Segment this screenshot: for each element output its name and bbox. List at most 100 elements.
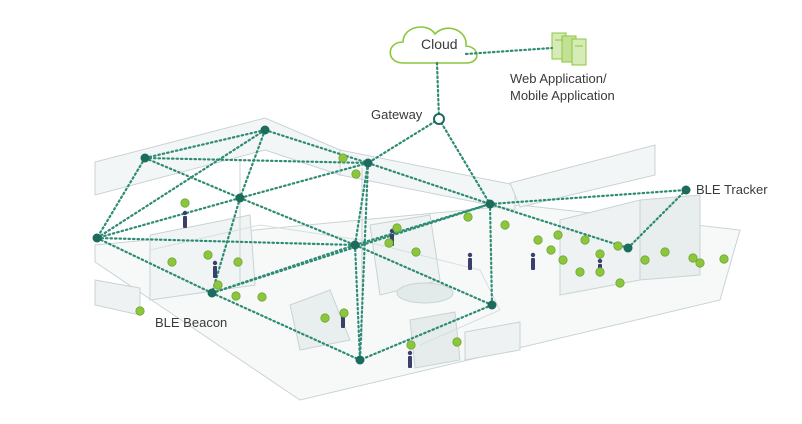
network-link bbox=[488, 202, 494, 307]
network-link bbox=[95, 156, 147, 240]
worker-head bbox=[212, 260, 218, 266]
mobile-application-line: Mobile Application bbox=[510, 88, 615, 103]
ble-beacon-dot bbox=[231, 291, 241, 301]
network-link bbox=[353, 202, 492, 247]
network-link bbox=[95, 236, 357, 247]
network-link bbox=[143, 128, 267, 160]
ble-tracker-label: BLE Tracker bbox=[696, 182, 768, 197]
network-nodes bbox=[92, 125, 691, 365]
network-node bbox=[140, 153, 150, 163]
web-application-line: Web Application/ bbox=[510, 71, 607, 86]
ble-beacon-dot bbox=[203, 250, 213, 260]
network-link bbox=[95, 196, 242, 240]
warehouse-building bbox=[509, 144, 656, 208]
worker-body bbox=[531, 258, 535, 270]
ble-beacon-dot bbox=[384, 238, 394, 248]
ble-beacon-dot bbox=[660, 247, 670, 257]
floor-path bbox=[149, 224, 501, 346]
network-link bbox=[437, 117, 492, 206]
server-stack-icon bbox=[551, 32, 587, 66]
network-node bbox=[355, 355, 365, 365]
ble-beacon-dot bbox=[575, 267, 585, 277]
ble-beacon-dot bbox=[135, 306, 145, 316]
ble-beacon-dot bbox=[533, 235, 543, 245]
ble-beacon-dot bbox=[695, 258, 705, 268]
network-link bbox=[626, 188, 688, 250]
front-bench bbox=[464, 321, 521, 361]
network-link bbox=[143, 156, 370, 165]
network-link bbox=[238, 128, 267, 200]
ble-beacon-label: BLE Beacon bbox=[155, 315, 228, 330]
ble-beacons bbox=[135, 153, 729, 350]
network-link bbox=[358, 303, 494, 362]
network-link bbox=[366, 117, 441, 165]
network-node bbox=[207, 288, 217, 298]
ble-beacon-dot bbox=[595, 267, 605, 277]
ble-beacon-dot bbox=[320, 313, 330, 323]
central-machine bbox=[289, 289, 351, 351]
ble-beacon-dot bbox=[595, 249, 605, 259]
worker-head bbox=[182, 210, 188, 216]
network-link bbox=[95, 236, 214, 295]
worker-body bbox=[341, 316, 345, 328]
ble-beacon-dot bbox=[546, 245, 556, 255]
ble-beacon-dot bbox=[392, 223, 402, 233]
network-node bbox=[260, 125, 270, 135]
cloud-label: Cloud bbox=[421, 36, 458, 52]
ble-beacon-dot bbox=[580, 235, 590, 245]
network-link bbox=[238, 196, 357, 247]
network-link bbox=[353, 161, 370, 247]
network-link bbox=[210, 291, 362, 362]
network-link bbox=[210, 202, 492, 295]
ble-beacon-dot bbox=[558, 255, 568, 265]
left-wall bbox=[94, 117, 341, 196]
network-link bbox=[95, 128, 267, 240]
ble-beacon-dot bbox=[167, 257, 177, 267]
network-links bbox=[95, 46, 688, 362]
rack-right bbox=[639, 194, 701, 281]
worker-body bbox=[408, 356, 412, 368]
network-node bbox=[92, 233, 102, 243]
network-link bbox=[488, 188, 688, 206]
network-link bbox=[263, 128, 370, 165]
ble-beacon-dot bbox=[411, 247, 421, 257]
worker-head bbox=[597, 258, 603, 264]
ble-beacon-dot bbox=[553, 230, 563, 240]
network-link bbox=[238, 161, 370, 200]
network-node bbox=[350, 240, 360, 250]
network-link bbox=[488, 202, 630, 250]
network-link bbox=[353, 243, 362, 362]
back-wall bbox=[339, 149, 516, 211]
worker-body bbox=[183, 216, 187, 228]
ble-beacon-dot bbox=[688, 253, 698, 263]
network-node bbox=[681, 185, 691, 195]
web-application-label: Web Application/ Mobile Application bbox=[510, 70, 615, 104]
ble-beacon-dot bbox=[351, 169, 361, 179]
network-node bbox=[363, 158, 373, 168]
cloud-server-link bbox=[464, 46, 554, 56]
ble-beacon-dot bbox=[615, 278, 625, 288]
worker-body bbox=[213, 266, 217, 278]
network-link bbox=[358, 161, 370, 362]
ble-beacon-dot bbox=[180, 198, 190, 208]
ble-beacon-dot bbox=[233, 257, 243, 267]
worker-head bbox=[407, 350, 413, 356]
network-link bbox=[143, 156, 242, 200]
ble-beacon-dot bbox=[463, 212, 473, 222]
network-node bbox=[485, 199, 495, 209]
network-node bbox=[235, 193, 245, 203]
ble-beacon-dot bbox=[613, 241, 623, 251]
network-link bbox=[353, 243, 494, 307]
network-node bbox=[623, 243, 633, 253]
ble-beacon-dot bbox=[640, 255, 650, 265]
ble-beacon-dot bbox=[719, 254, 729, 264]
workshop-left bbox=[149, 214, 256, 301]
ble-beacon-dot bbox=[257, 292, 267, 302]
network-link bbox=[366, 161, 492, 206]
ble-beacon-dot bbox=[406, 340, 416, 350]
worker-head bbox=[530, 252, 536, 258]
gateway-ring-icon bbox=[433, 113, 445, 125]
factory-building bbox=[94, 117, 741, 401]
